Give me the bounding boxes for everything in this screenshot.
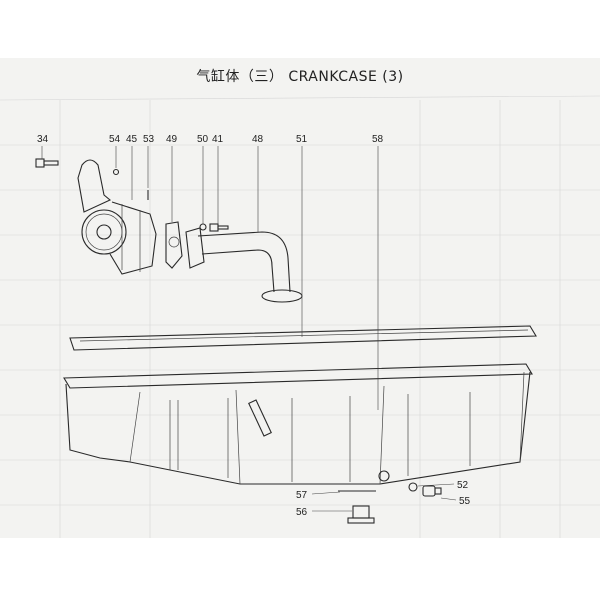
- part-49-gasket: [165, 146, 183, 269]
- label-41: 41: [212, 134, 224, 145]
- label-34: 34: [37, 134, 49, 145]
- label-57: 57: [296, 490, 308, 501]
- label-45: 45: [126, 134, 138, 145]
- part-41-bolt: [209, 146, 229, 232]
- part-50-washer: [199, 146, 207, 231]
- label-58: 58: [372, 134, 384, 145]
- part-58-oil-pan: [63, 146, 533, 485]
- page-title: 气缸体（三） CRANKCASE (3): [196, 69, 404, 85]
- label-56: 56: [296, 507, 308, 518]
- part-34-bolt: [35, 146, 59, 168]
- label-51: 51: [296, 134, 308, 145]
- part-51-pan-gasket: [69, 146, 537, 351]
- label-50: 50: [197, 134, 209, 145]
- label-53: 53: [143, 134, 155, 145]
- label-55: 55: [459, 496, 471, 507]
- label-52: 52: [457, 480, 469, 491]
- part-52-seal-ring: [408, 482, 455, 492]
- part-56-plug: [312, 505, 375, 524]
- part-55-drain-plug: [422, 485, 457, 501]
- label-48: 48: [252, 134, 264, 145]
- label-54: 54: [109, 134, 121, 145]
- part-45-oil-pump: [77, 146, 157, 275]
- background-grid: [0, 95, 600, 538]
- part-54-washer: [112, 146, 120, 176]
- label-49: 49: [166, 134, 178, 145]
- part-57-washer: [311, 490, 376, 495]
